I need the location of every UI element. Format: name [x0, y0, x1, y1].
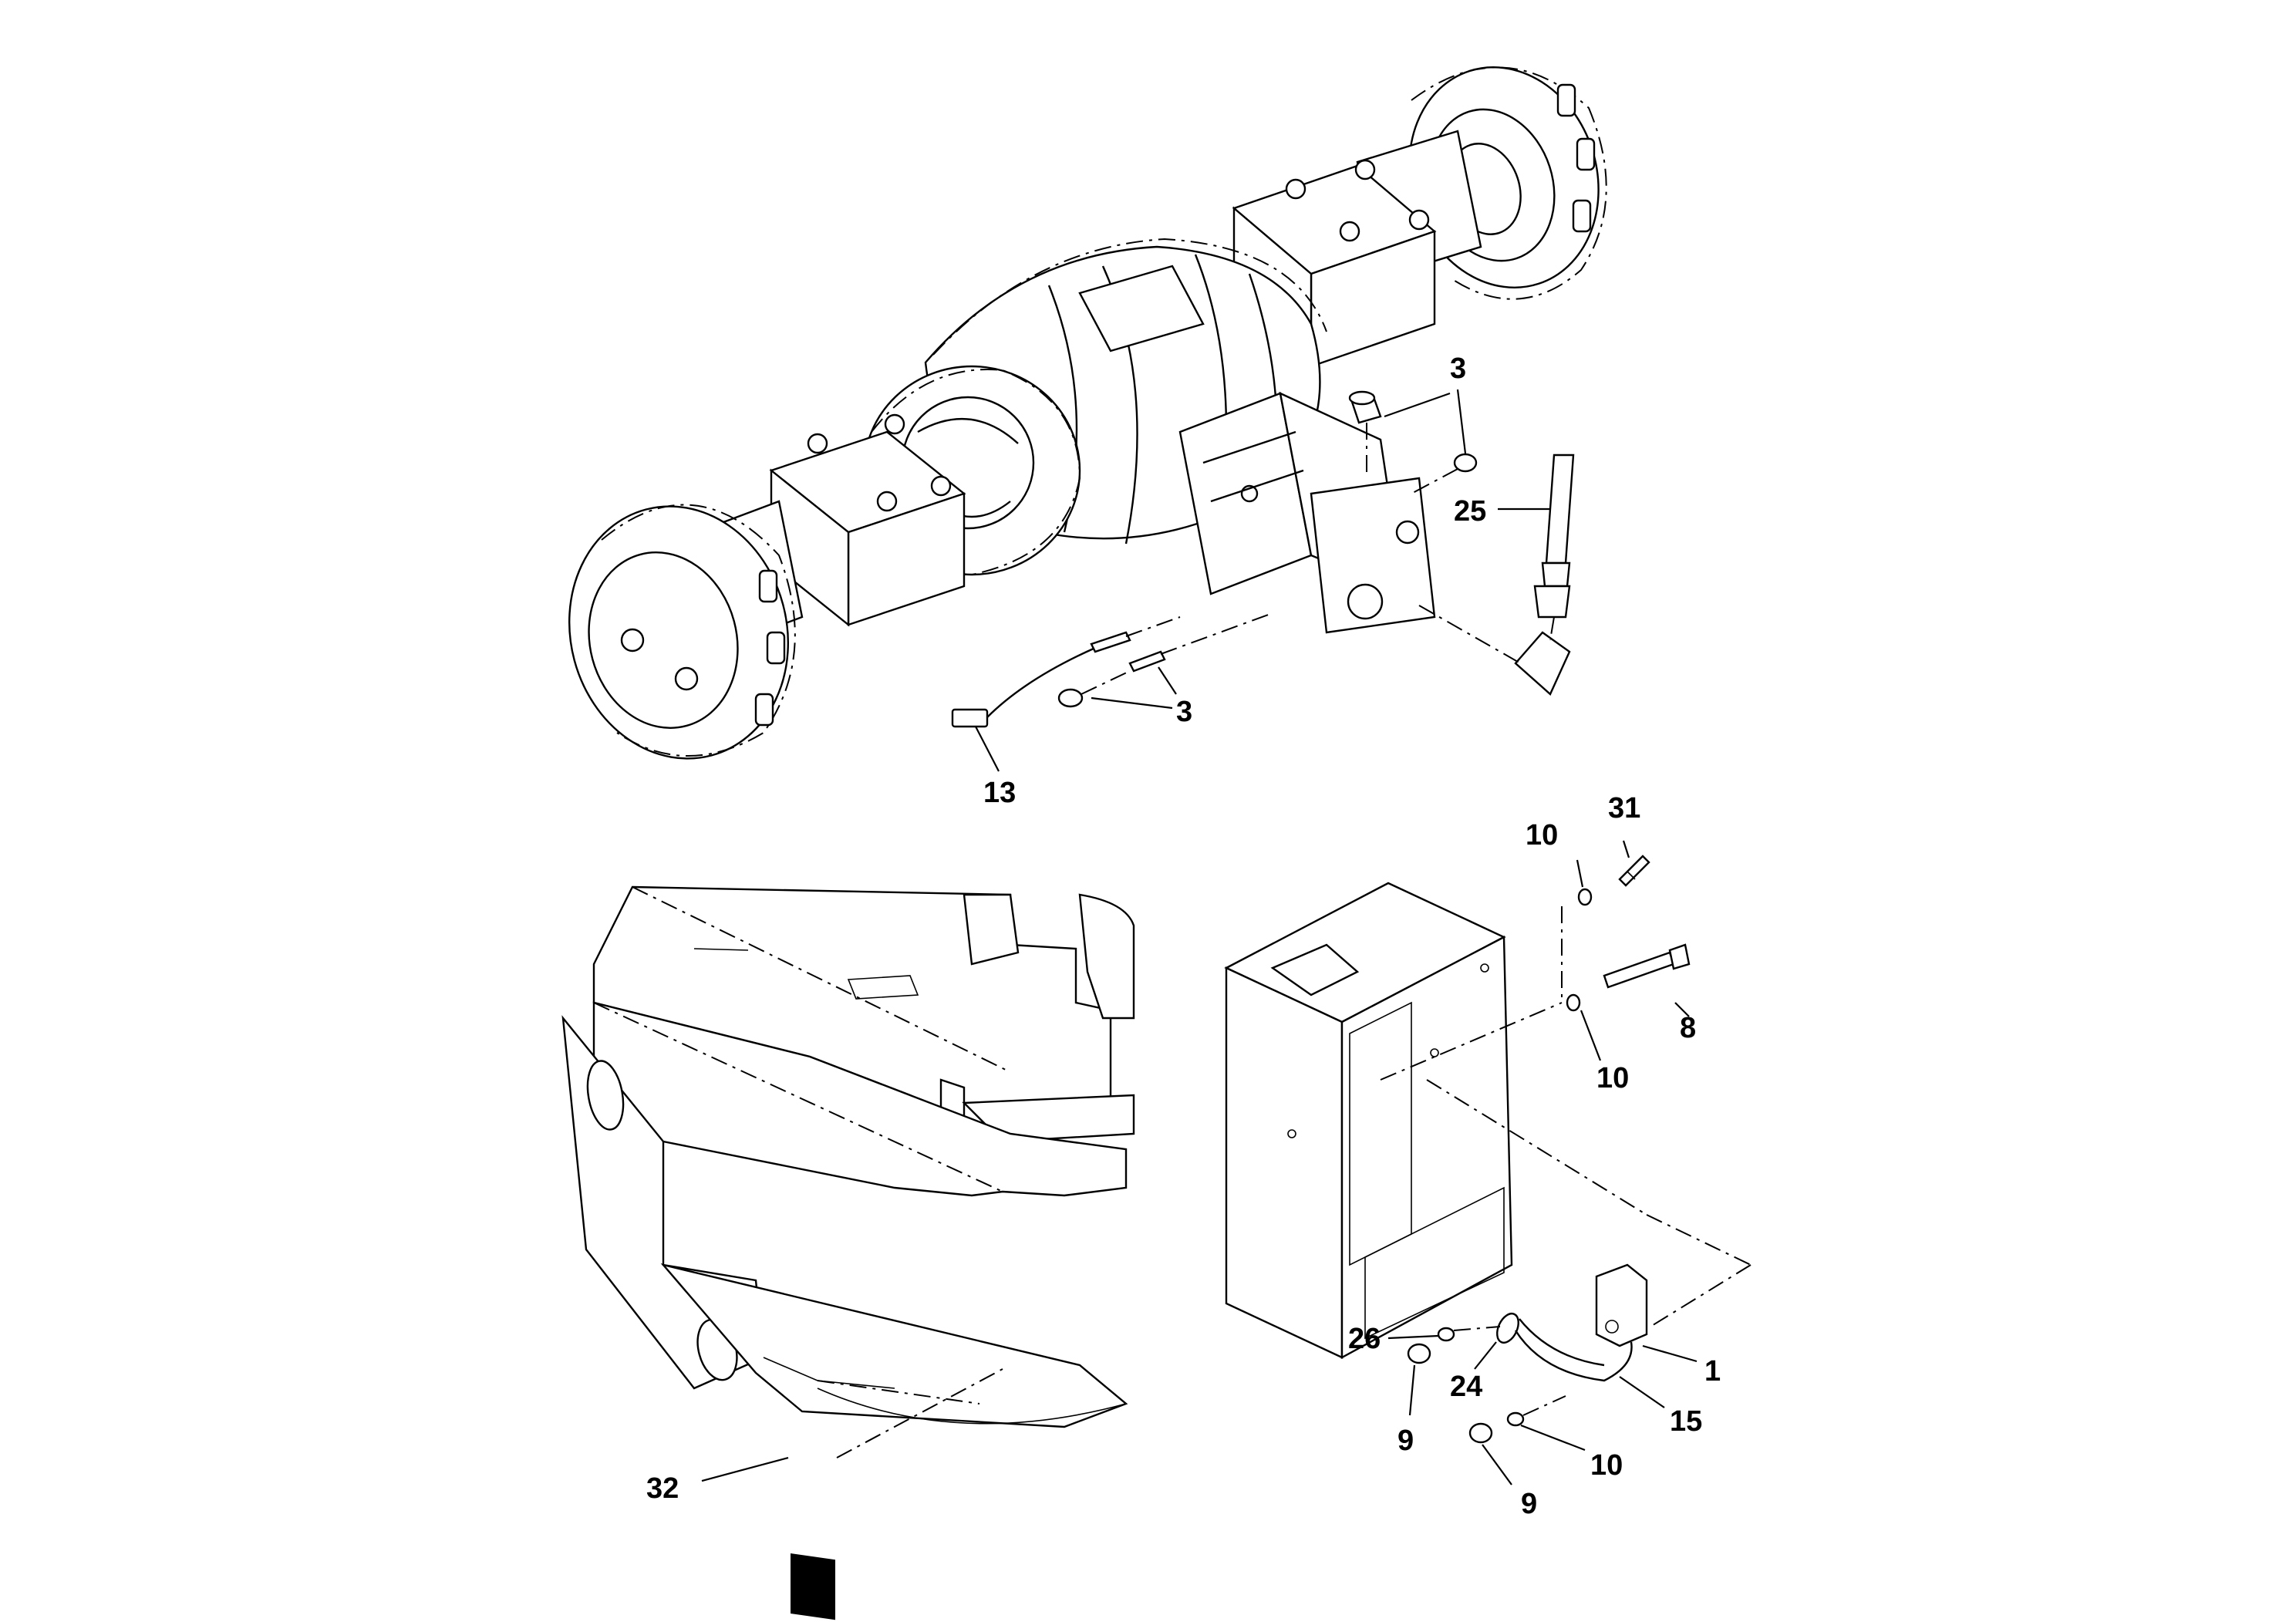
- bolt-31: [1577, 855, 1650, 906]
- callout-3-lower: 3: [1176, 696, 1192, 728]
- washer-10c: [1506, 1411, 1525, 1427]
- left-wheel-hub: [568, 504, 796, 760]
- callout-25: 25: [1454, 495, 1486, 528]
- valve-unit: [1178, 391, 1436, 634]
- callout-10-top: 10: [1526, 819, 1558, 851]
- callout-10-bottom: 10: [1590, 1449, 1623, 1482]
- bolt-8: [1566, 943, 1691, 1012]
- callout-32: 32: [646, 1472, 679, 1505]
- enclosure-box: [1224, 882, 1513, 1360]
- callout-31: 31: [1608, 792, 1640, 824]
- callout-26: 26: [1348, 1323, 1381, 1355]
- callout-24: 24: [1450, 1371, 1482, 1403]
- washer-26: [1437, 1327, 1455, 1342]
- callout-labels: 3 25 3 13 31 10 8 10 1 26 24 15 9 10 9 3…: [646, 352, 1721, 1520]
- cable-grommet: [1496, 1312, 1633, 1382]
- callout-8: 8: [1680, 1012, 1696, 1044]
- nut-9a: [1407, 1343, 1431, 1364]
- callout-3-upper: 3: [1450, 352, 1466, 385]
- plug-upper: [1348, 390, 1382, 424]
- axle-assembly: [568, 66, 1607, 760]
- callout-13: 13: [983, 777, 1016, 809]
- bracket: [1595, 1263, 1648, 1347]
- nut-9b: [1468, 1422, 1493, 1444]
- callout-1: 1: [1704, 1355, 1721, 1388]
- hose-assembly: [1514, 454, 1575, 696]
- callout-9-right: 9: [1521, 1488, 1537, 1520]
- plug-small: [1453, 453, 1478, 473]
- leader-lines: [701, 389, 1698, 1485]
- pin-lower: [1057, 650, 1166, 708]
- callout-10-mid: 10: [1596, 1062, 1629, 1094]
- callout-15: 15: [1670, 1405, 1702, 1438]
- frame-structure: [561, 885, 1135, 1620]
- left-mount-block: [769, 413, 966, 627]
- label-plate: [791, 1553, 835, 1620]
- callout-9-left: 9: [1397, 1425, 1414, 1457]
- sensor-cable: [951, 631, 1131, 728]
